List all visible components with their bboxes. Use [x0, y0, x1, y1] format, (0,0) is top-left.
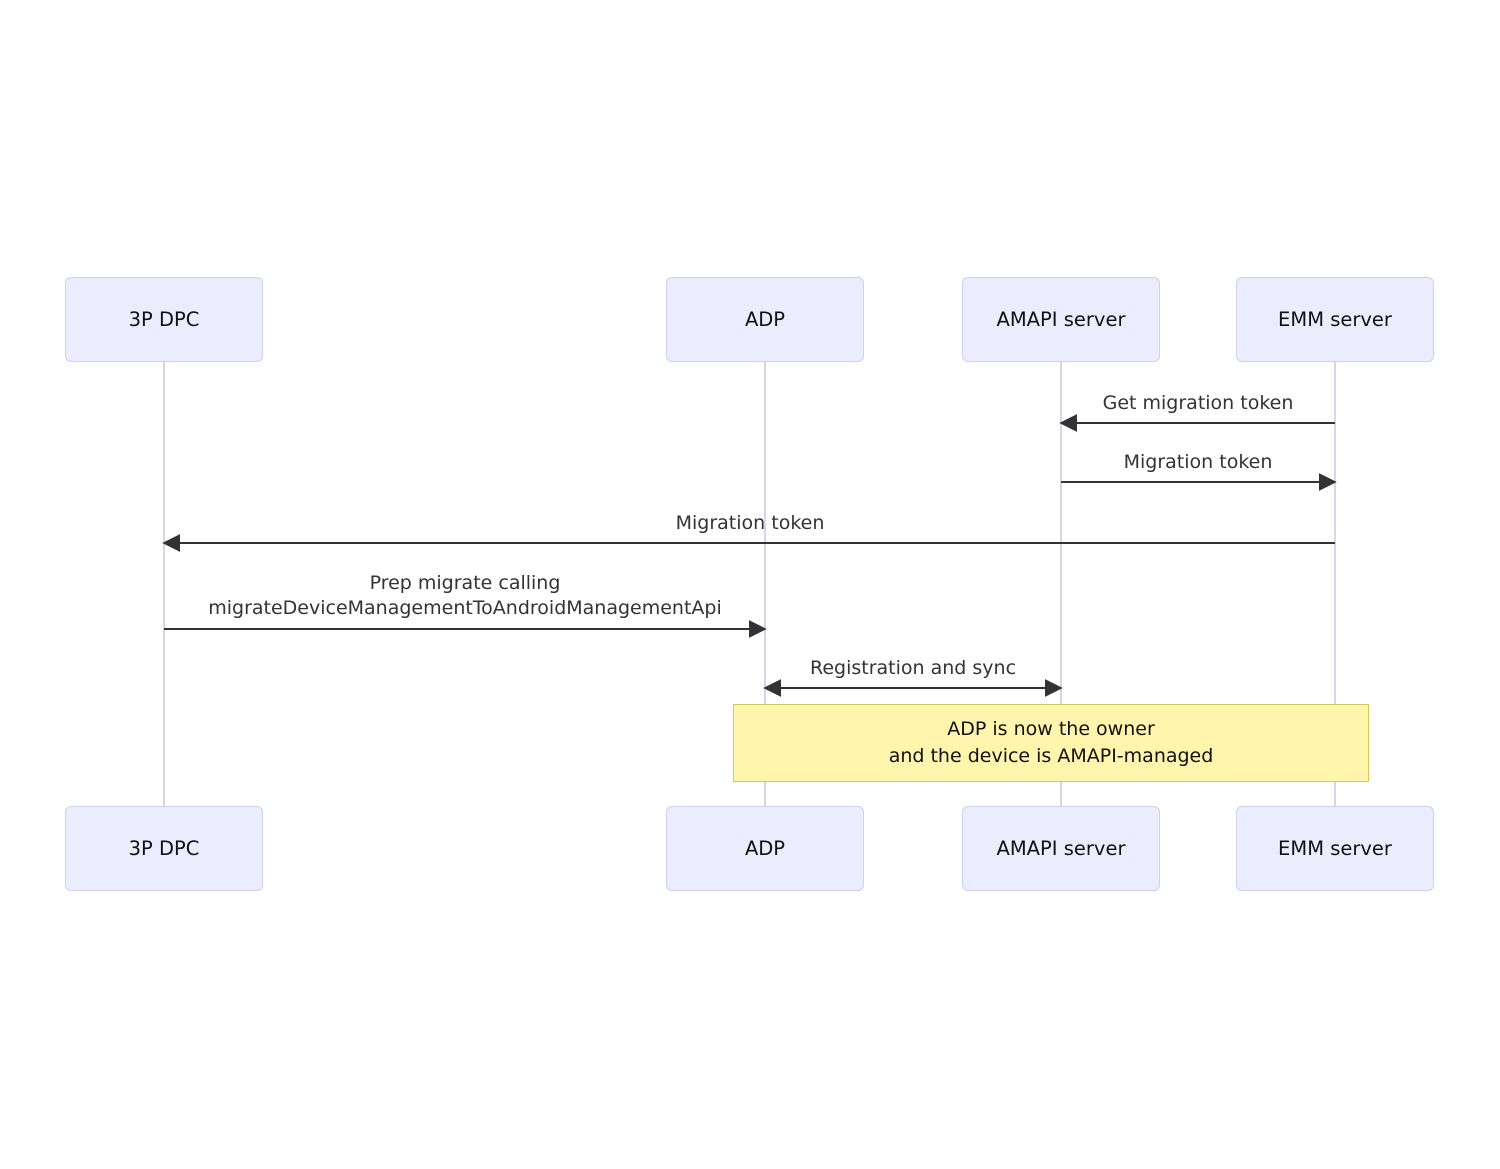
- message-label-line: Migration token: [675, 512, 825, 534]
- actor-label-adp: ADP: [744, 307, 786, 331]
- actor-label-dpc: 3P DPC: [128, 307, 200, 331]
- actor-label-emm: EMM server: [1278, 307, 1392, 331]
- actor-box-amapi-bottom[interactable]: AMAPI server: [962, 806, 1160, 891]
- actor-box-emm-bottom[interactable]: EMM server: [1236, 806, 1434, 891]
- note-box-n1: ADP is now the owner and the device is A…: [733, 704, 1369, 782]
- actor-label-amapi: AMAPI server: [996, 307, 1126, 331]
- message-label-m2: Migration token: [1124, 450, 1273, 475]
- note-text: ADP is now the owner and the device is A…: [888, 718, 1214, 767]
- actor-box-adp-top[interactable]: ADP: [666, 277, 864, 362]
- actor-label-dpc: 3P DPC: [128, 836, 200, 860]
- message-label-m3: Migration token: [676, 511, 825, 536]
- message-label-line: Prep migrate calling: [369, 572, 561, 594]
- actor-box-adp-bottom[interactable]: ADP: [666, 806, 864, 891]
- message-label-line: Migration token: [1123, 451, 1273, 473]
- message-label-m1: Get migration token: [1103, 391, 1294, 416]
- actor-box-amapi-top[interactable]: AMAPI server: [962, 277, 1160, 362]
- actor-box-dpc-bottom[interactable]: 3P DPC: [65, 806, 263, 891]
- message-label-line: Registration and sync: [809, 657, 1017, 679]
- actor-label-amapi: AMAPI server: [996, 836, 1126, 860]
- message-label-line: Get migration token: [1102, 392, 1294, 414]
- message-label-m5: Registration and sync: [810, 656, 1016, 681]
- actor-box-emm-top[interactable]: EMM server: [1236, 277, 1434, 362]
- actor-box-dpc-top[interactable]: 3P DPC: [65, 277, 263, 362]
- message-arrows-group: [162, 414, 1337, 697]
- actor-label-adp: ADP: [744, 836, 786, 860]
- message-label-line: migrateDeviceManagementToAndroidManageme…: [208, 597, 722, 619]
- actor-label-emm: EMM server: [1278, 836, 1392, 860]
- message-label-m4: Prep migrate calling migrateDeviceManagem…: [208, 571, 722, 621]
